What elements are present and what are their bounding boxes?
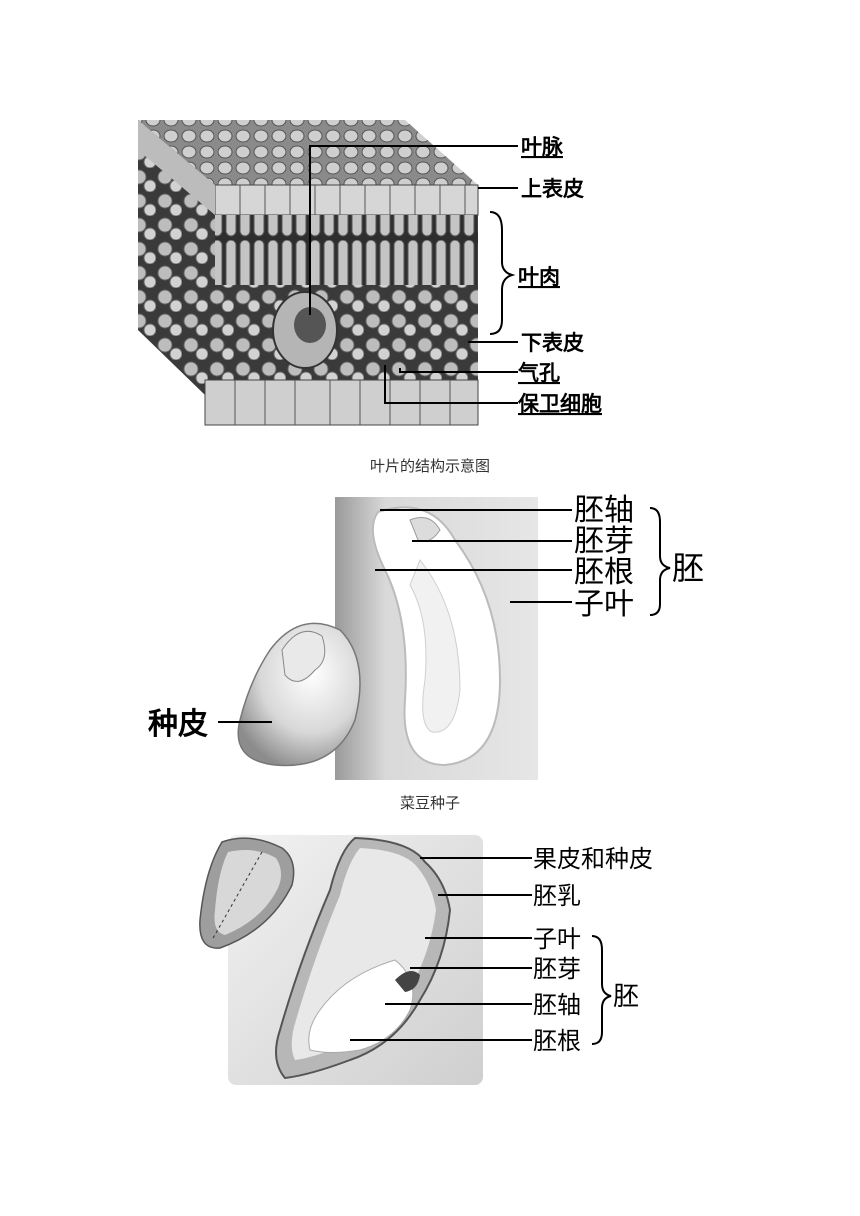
corn-embryo-brace [591,935,612,1045]
corn-label-plumule: 胚芽 [533,955,581,983]
bean-caption: 菜豆种子 [400,794,460,812]
bean-embryo-brace [649,507,671,616]
bean-whole-seed [237,622,361,767]
palisade-layer [215,215,478,285]
label-lower-epidermis: 下表皮 [521,331,584,355]
corn-label-hypocotyl: 胚轴 [533,991,581,1019]
label-upper-epidermis: 上表皮 [521,177,584,201]
bean-label-plumule: 胚芽 [574,524,634,559]
corn-embryo-shape [308,959,414,1053]
leaf-diagram [138,120,518,426]
corn-label-embryo: 胚 [613,982,639,1012]
corn-label-endosperm: 胚乳 [533,882,581,910]
corn-diagram [199,835,612,1085]
label-guard-cell: 保卫细胞 [517,392,602,416]
bean-cotyledon-inner [409,559,461,733]
corn-cut-line [211,851,263,941]
vein-pointer [309,145,518,315]
bean-label-seed-coat: 种皮 [148,707,208,742]
bean-label-embryo: 胚 [672,549,704,587]
corn-label-pericarp-seed-coat: 果皮和种皮 [533,845,653,873]
bean-label-radicle: 胚根 [574,555,634,590]
label-stoma: 气孔 [517,361,560,385]
corn-label-radicle: 胚根 [533,1027,581,1055]
upper-epidermis-band [214,184,479,216]
bean-label-hypocotyl: 胚轴 [574,493,634,528]
label-mesophyll: 叶肉 [518,265,560,289]
label-vein: 叶脉 [521,135,564,159]
corn-label-cotyledon: 子叶 [533,925,581,953]
spongy-layer [205,285,478,380]
corn-plumule-shape [395,971,420,992]
bean-coat-peel [281,630,326,682]
vein-core [294,307,326,343]
bean-diagram [218,497,671,780]
guard-cell-pointer [384,365,518,404]
corn-whole-kernel-face [214,850,282,935]
leaf-caption: 叶片的结构示意图 [370,457,490,475]
leaf-top-surface [138,120,478,185]
mesophyll-brace [489,211,516,335]
leaf-left-epidermis [138,120,215,215]
bean-label-cotyledon: 子叶 [574,587,634,622]
stoma-pointer [399,368,518,373]
